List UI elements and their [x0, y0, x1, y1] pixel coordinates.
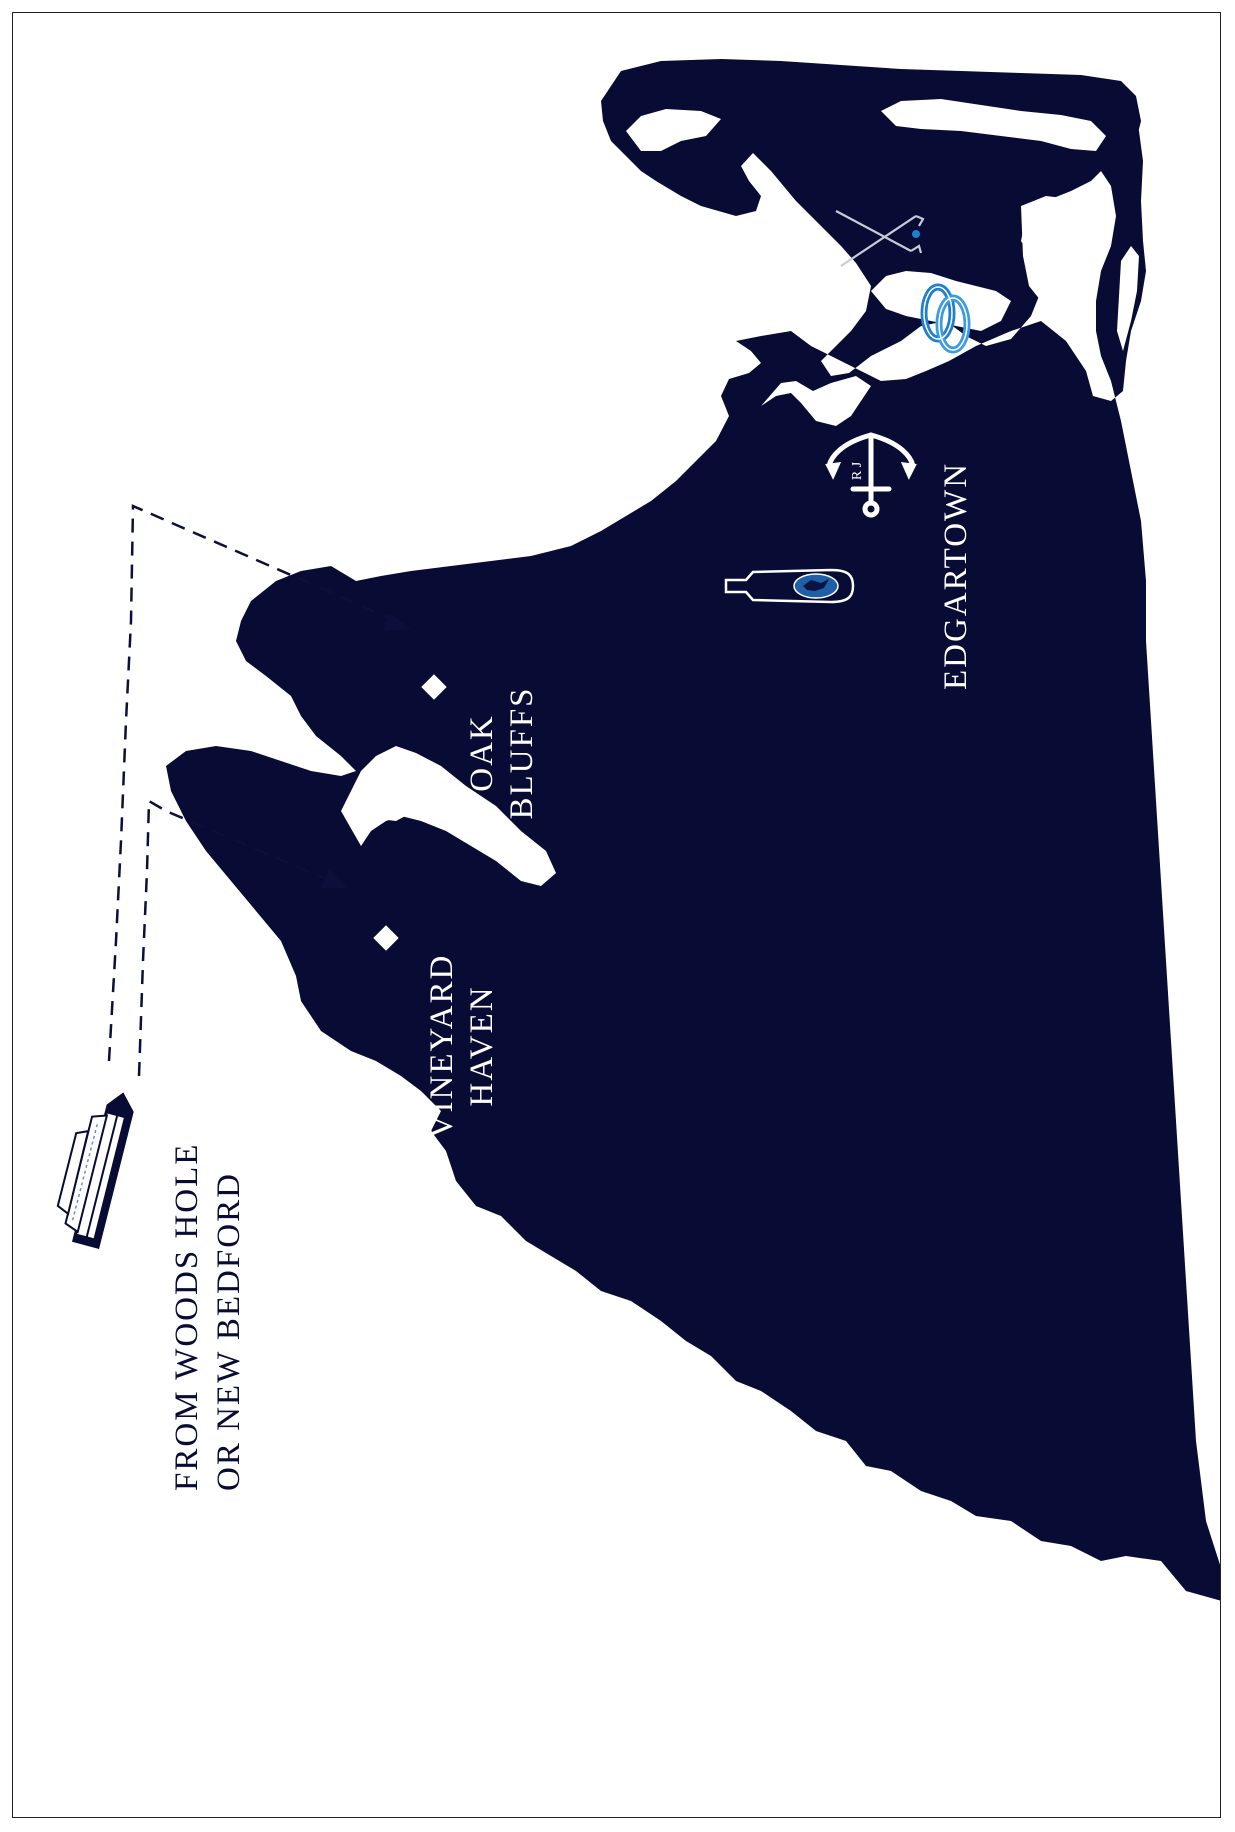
arrowhead-vineyard-haven — [321, 869, 347, 888]
golf-clubs-icon — [835, 210, 925, 267]
lagoon-inlet — [341, 746, 556, 886]
town-label-vineyard-haven-2: HAVEN — [464, 985, 500, 1106]
beer-bottle-icon — [724, 568, 855, 604]
anchor-monogram: R J — [850, 461, 865, 480]
east-pond — [881, 99, 1106, 151]
town-label-edgartown: EDGARTOWN — [938, 462, 974, 690]
lagoon-hook — [356, 791, 411, 831]
map-frame: FROM WOODS HOLE OR NEW BEDFORD VINEYARD … — [12, 12, 1221, 1818]
island-east-arm — [611, 59, 1141, 141]
ferry-label-line1: FROM WOODS HOLE — [169, 1143, 205, 1491]
cape-pogue-pond — [626, 109, 721, 151]
ferry-label-line2: OR NEW BEDFORD — [211, 1172, 247, 1491]
wedding-rings-icon — [920, 283, 971, 354]
island-main-body — [166, 77, 1220, 1601]
edgartown-harbor — [761, 376, 871, 426]
island-landmass — [166, 59, 1220, 1601]
town-label-oak-bluffs-1: OAK — [464, 714, 500, 792]
town-label-vineyard-haven-1: VINEYARD — [424, 954, 460, 1139]
katama-bay — [871, 271, 1011, 331]
diamond-marker-vineyard-haven — [373, 925, 399, 951]
town-label-oak-bluffs-2: BLUFFS — [504, 686, 540, 819]
anchor-icon — [825, 432, 917, 518]
arrowhead-oak-bluffs — [383, 613, 411, 631]
small-pond — [1117, 246, 1139, 351]
ferry-boat-icon — [56, 1092, 134, 1249]
ferry-routes — [107, 504, 397, 1077]
diamond-marker-oak-bluffs — [421, 674, 447, 700]
water-inlets — [341, 99, 1139, 886]
south-lagoon — [1021, 196, 1091, 301]
island-map: FROM WOODS HOLE OR NEW BEDFORD VINEYARD … — [56, 59, 1220, 1601]
route-line-vineyard-haven — [137, 798, 332, 1077]
route-arrowheads — [321, 613, 411, 888]
route-line-oak-bluffs — [107, 504, 397, 1062]
